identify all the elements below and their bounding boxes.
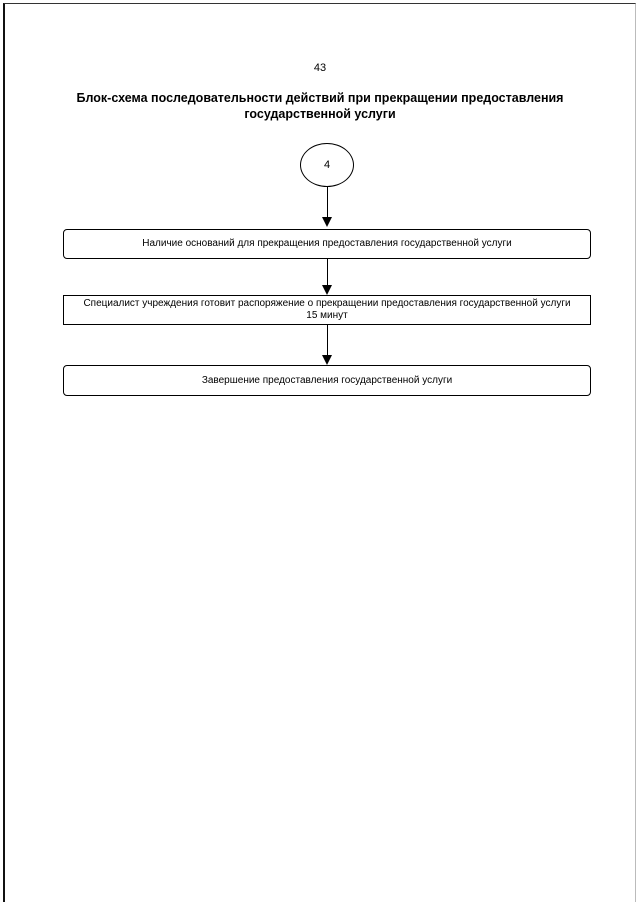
start-connector-label: 4	[323, 159, 331, 171]
step-completion: Завершение предоставления государственно…	[63, 365, 591, 396]
flow-arrowhead-2	[322, 285, 332, 295]
page-border	[3, 3, 636, 902]
flow-arrow-line-1	[327, 187, 328, 217]
page-number: 43	[313, 62, 327, 74]
diagram-title: Блок-схема последовательности действий п…	[76, 91, 564, 121]
step-duration: 15 минут	[306, 310, 348, 321]
flow-arrowhead-1	[322, 217, 332, 227]
step-prepare-order: Специалист учреждения готовит распоряжен…	[63, 295, 591, 325]
step-grounds-text: Наличие оснований для прекращения предос…	[142, 238, 512, 249]
flow-arrow-line-2	[327, 259, 328, 285]
flow-arrowhead-3	[322, 355, 332, 365]
step-prepare-order-text: Специалист учреждения готовит распоряжен…	[83, 298, 571, 309]
step-completion-text: Завершение предоставления государственно…	[201, 374, 453, 386]
flow-arrow-line-3	[327, 325, 328, 355]
start-connector-node: 4	[300, 143, 354, 187]
step-grounds-for-termination: Наличие оснований для прекращения предос…	[63, 229, 591, 259]
